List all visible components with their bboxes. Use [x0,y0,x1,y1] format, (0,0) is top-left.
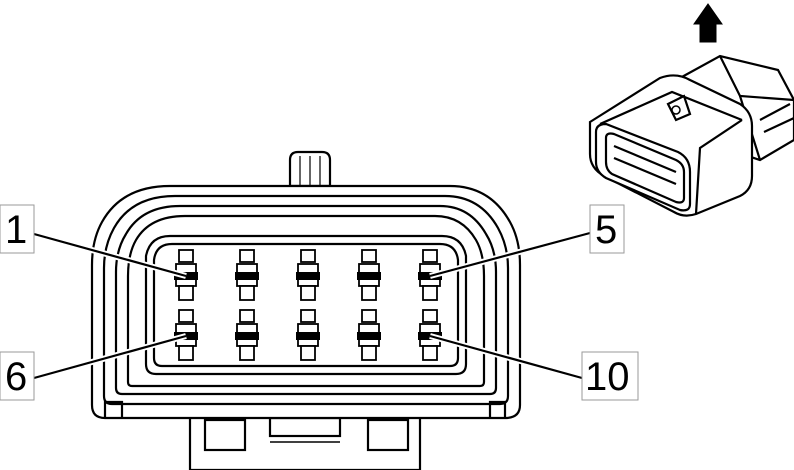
pin-label-6-text: 6 [5,355,27,399]
leader-pin-1 [33,232,187,278]
leader-pin-10 [429,334,583,380]
leader-pin-6 [33,334,187,380]
pin-label-5: 5 [589,204,625,254]
pin-label-10-text: 10 [585,355,630,399]
pin-label-1-text: 1 [5,208,27,252]
pin-label-10: 10 [581,351,639,401]
terminal-pin [296,249,320,301]
pin-label-5-text: 5 [595,208,617,252]
terminal-pin [357,249,381,301]
leader-lines [33,230,591,381]
leader-pin-5 [429,231,591,278]
connector-3d-view [588,3,794,217]
terminal-pin [357,309,381,361]
connector-face [90,150,522,470]
arrow-up-icon [693,3,723,43]
terminal-pin [235,249,259,301]
pin-label-6: 6 [0,351,35,401]
terminal-pin [235,309,259,361]
pin-label-1: 1 [0,204,35,254]
terminal-pin [296,309,320,361]
